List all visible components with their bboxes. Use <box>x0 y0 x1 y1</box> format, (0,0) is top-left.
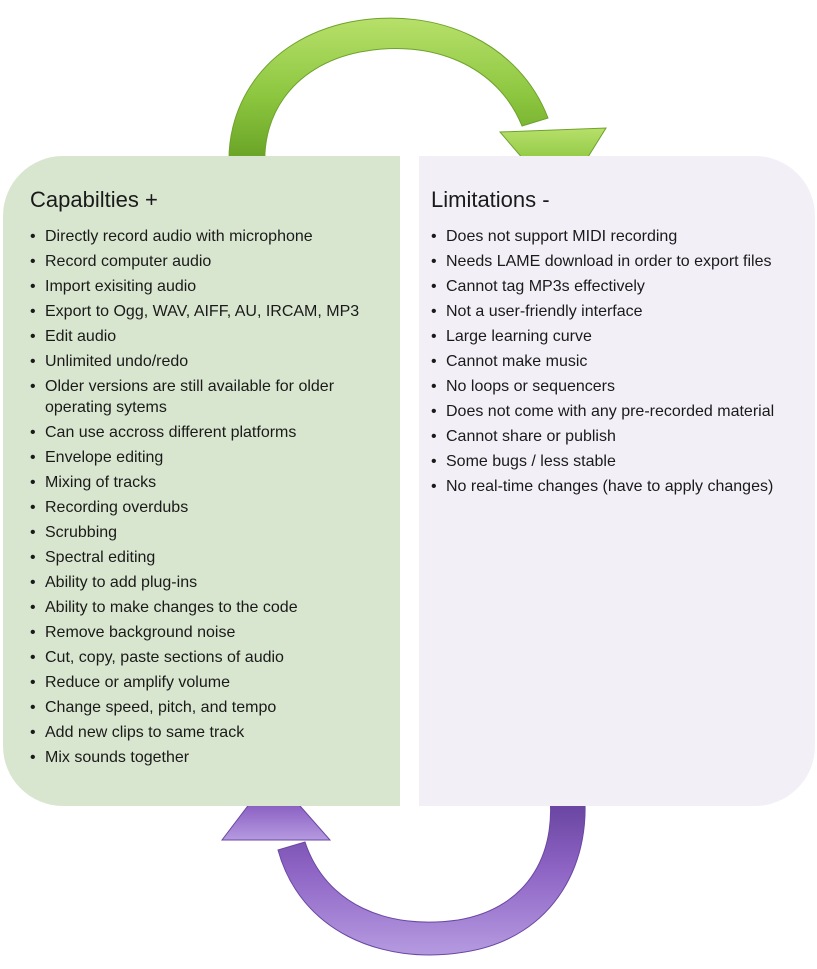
capability-item: Remove background noise <box>30 622 384 643</box>
capability-item: Unlimited undo/redo <box>30 351 384 372</box>
limitations-list: Does not support MIDI recordingNeeds LAM… <box>431 226 795 497</box>
capability-item: Mixing of tracks <box>30 472 384 493</box>
capability-item: Record computer audio <box>30 251 384 272</box>
limitation-item: No real-time changes (have to apply chan… <box>431 476 795 497</box>
capability-item: Change speed, pitch, and tempo <box>30 697 384 718</box>
limitations-panel: Limitations - Does not support MIDI reco… <box>419 156 815 806</box>
limitation-item: Does not come with any pre-recorded mate… <box>431 401 795 422</box>
limitations-title: Limitations - <box>431 187 550 212</box>
limitation-item: Some bugs / less stable <box>431 451 795 472</box>
limitation-item: Not a user-friendly interface <box>431 301 795 322</box>
capability-item: Directly record audio with microphone <box>30 226 384 247</box>
limitation-item: Cannot tag MP3s effectively <box>431 276 795 297</box>
capability-item: Recording overdubs <box>30 497 384 518</box>
capability-item: Envelope editing <box>30 447 384 468</box>
limitation-item: Needs LAME download in order to export f… <box>431 251 795 272</box>
limitation-item: Cannot share or publish <box>431 426 795 447</box>
limitation-item: Large learning curve <box>431 326 795 347</box>
capability-item: Scrubbing <box>30 522 384 543</box>
capability-item: Older versions are still available for o… <box>30 376 384 418</box>
capability-item: Import exisiting audio <box>30 276 384 297</box>
capability-item: Cut, copy, paste sections of audio <box>30 647 384 668</box>
limitation-item: Cannot make music <box>431 351 795 372</box>
capabilities-title: Capabilties + <box>30 187 158 212</box>
limitation-item: No loops or sequencers <box>431 376 795 397</box>
capabilities-panel: Capabilties + Directly record audio with… <box>3 156 400 806</box>
capability-item: Ability to add plug-ins <box>30 572 384 593</box>
capability-item: Can use accross different platforms <box>30 422 384 443</box>
capability-item: Export to Ogg, WAV, AIFF, AU, IRCAM, MP3 <box>30 301 384 322</box>
capability-item: Edit audio <box>30 326 384 347</box>
capability-item: Add new clips to same track <box>30 722 384 743</box>
capability-item: Mix sounds together <box>30 747 384 768</box>
limitation-item: Does not support MIDI recording <box>431 226 795 247</box>
capability-item: Ability to make changes to the code <box>30 597 384 618</box>
capability-item: Reduce or amplify volume <box>30 672 384 693</box>
capabilities-list: Directly record audio with microphoneRec… <box>30 226 384 768</box>
capability-item: Spectral editing <box>30 547 384 568</box>
